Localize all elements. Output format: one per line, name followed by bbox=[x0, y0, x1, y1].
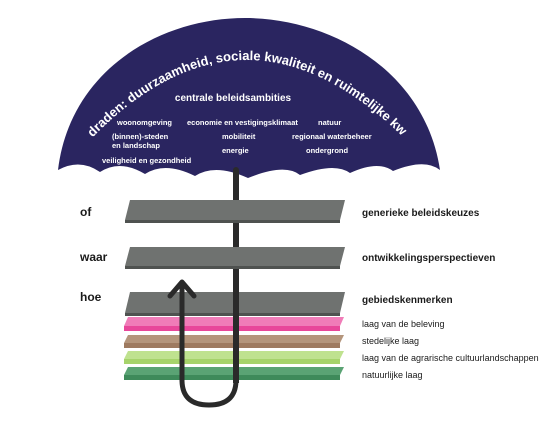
ambition-economie: economie en vestigingsklimaat bbox=[187, 118, 298, 127]
umbrella-canopy bbox=[58, 18, 440, 178]
umbrella-heading: centrale beleidsambities bbox=[175, 93, 292, 104]
layer-label-agrarisch: laag van de agrarische cultuurlandschapp… bbox=[362, 353, 539, 363]
layer-label-stedelijk: stedelijke laag bbox=[362, 336, 419, 346]
ambition-natuur: natuur bbox=[318, 118, 341, 127]
level-desc-generiek: generieke beleidskeuzes bbox=[362, 208, 480, 219]
ambition-ondergrond: ondergrond bbox=[306, 146, 348, 155]
ambition-landschap: en landschap bbox=[112, 141, 160, 150]
ambition-energie: energie bbox=[222, 146, 249, 155]
plate-waar bbox=[125, 247, 345, 269]
level-desc-ontwikkeling: ontwikkelingsperspectieven bbox=[362, 253, 495, 264]
ambition-veiligheid: veiligheid en gezondheid bbox=[102, 156, 192, 165]
level-desc-gebiedskenmerken: gebiedskenmerken bbox=[362, 295, 453, 306]
layer-label-natuurlijk: natuurlijke laag bbox=[362, 370, 423, 380]
ambition-mobiliteit: mobiliteit bbox=[222, 132, 256, 141]
level-label-hoe: hoe bbox=[80, 290, 102, 304]
ambition-woonomgeving: woonomgeving bbox=[116, 118, 172, 127]
arrow-up-icon bbox=[167, 279, 197, 299]
level-label-waar: waar bbox=[79, 250, 108, 264]
umbrella-handle-hook bbox=[179, 283, 239, 408]
ambition-waterbeheer: regionaal waterbeheer bbox=[292, 132, 372, 141]
plate-of bbox=[125, 200, 345, 223]
level-label-of: of bbox=[80, 205, 92, 219]
layer-label-beleving: laag van de beleving bbox=[362, 319, 445, 329]
ambition-binnensteden: (binnen)-steden bbox=[112, 132, 169, 141]
